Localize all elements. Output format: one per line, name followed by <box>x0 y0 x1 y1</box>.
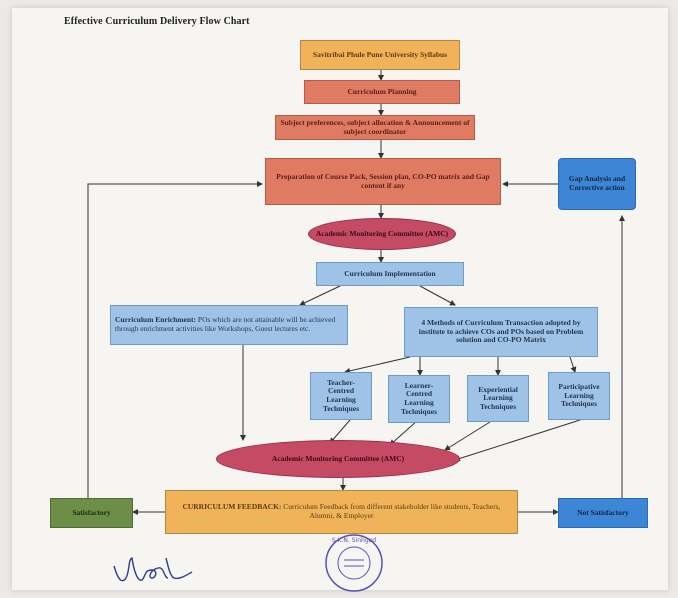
enrichment-heading: Curriculum Enrichment: <box>115 315 197 325</box>
course-pack-preparation-box: Preparation of Course Pack, Session plan… <box>265 158 501 205</box>
amc-ellipse-top: Academic Monitoring Committee (AMC) <box>308 218 456 250</box>
amc-ellipse-bottom: Academic Monitoring Committee (AMC) <box>216 440 460 478</box>
institution-seal: S.K.N. Sinhgad <box>325 534 383 592</box>
arrow-methods-participative <box>569 356 577 373</box>
subject-allocation-box: Subject preferences, subject allocation … <box>275 115 475 140</box>
feedback-heading: CURRICULUM FEEDBACK: <box>182 502 282 512</box>
syllabus-box: Savitribai Phule Pune University Syllabu… <box>300 40 460 70</box>
arrow-participative-amc <box>454 419 581 462</box>
experiential-box: Experiential Learning Techniques <box>467 375 529 422</box>
curriculum-enrichment-box: Curriculum Enrichment: POs which are not… <box>110 305 348 345</box>
curriculum-implementation-box: Curriculum Implementation <box>316 262 464 286</box>
four-methods-box: 4 Methods of Curriculum Transaction adop… <box>404 307 598 357</box>
arrow-learner-amc <box>389 419 419 446</box>
handwritten-signature <box>113 556 193 582</box>
svg-text:S.K.N. Sinhgad: S.K.N. Sinhgad <box>332 537 376 544</box>
not-satisfactory-box: Not Satisfactory <box>558 498 648 528</box>
satisfactory-box: Satisfactory <box>50 498 133 528</box>
chart-title: Effective Curriculum Delivery Flow Chart <box>64 16 250 27</box>
arrow-experiential-amc <box>444 421 491 451</box>
arrow-methods-teacher <box>344 356 411 374</box>
curriculum-feedback-box: CURRICULUM FEEDBACK: Curriculum Feedback… <box>165 490 518 534</box>
learner-centred-box: Learner-Centred Learning Techniques <box>388 375 450 423</box>
participative-box: Participative Learning Techniques <box>548 372 610 420</box>
feedback-description: Curriculum Feedback from different stake… <box>283 502 501 520</box>
arrow-impl-methods <box>419 285 456 306</box>
arrow-satisfactory-loop <box>87 181 263 498</box>
teacher-centred-box: Teacher-Centred Learning Techniques <box>310 372 372 420</box>
enrichment-description: POs which are not attainable will be ach… <box>115 315 336 333</box>
curriculum-planning-box: Curriculum Planning <box>304 80 460 104</box>
gap-analysis-box: Gap Analysis and Corrective action <box>558 158 636 210</box>
arrow-impl-enrichment <box>299 285 341 306</box>
